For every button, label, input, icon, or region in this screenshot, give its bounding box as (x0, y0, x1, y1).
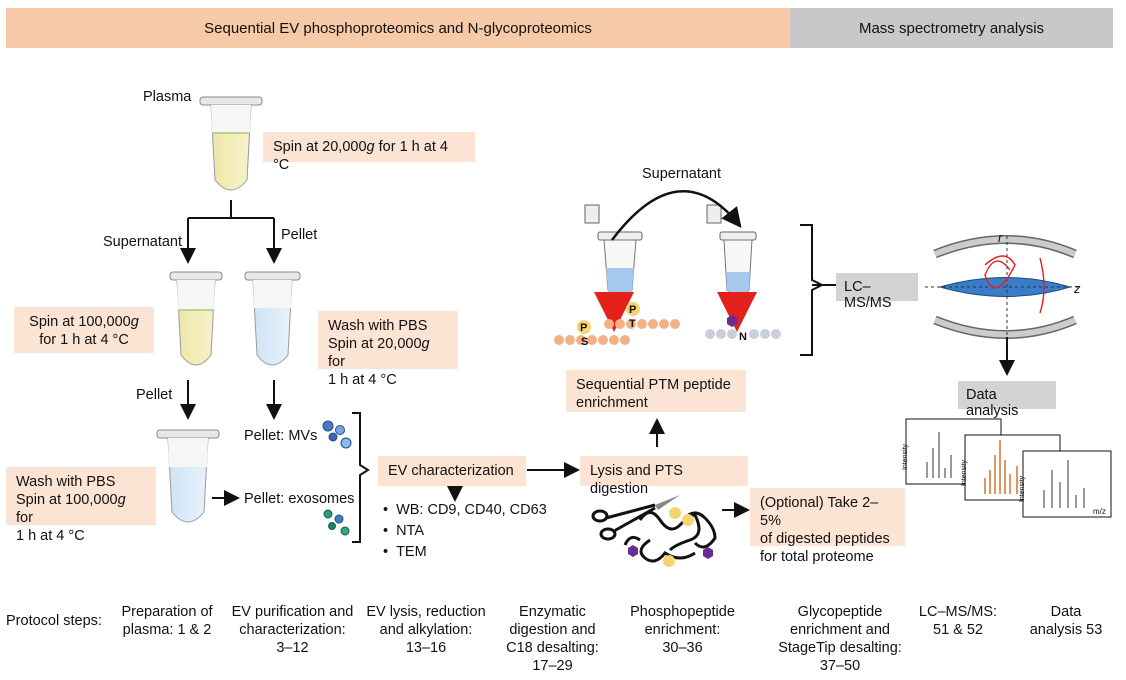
protocol-step: LC–MS/MS: 51 & 52 (918, 604, 998, 638)
residue-markers-digest (628, 507, 713, 567)
workflow-banner-right: Mass spectrometry analysis (790, 8, 1113, 48)
spectrum-xlabel: m/z (1093, 507, 1106, 516)
spin-step-1: Spin at 20,000g for 1 h at 4 °C (263, 132, 475, 173)
orbitrap-analyzer-icon (925, 235, 1078, 339)
protocol-step: Glycopeptide enrichment and StageTip des… (778, 604, 902, 674)
wash-step-2: Wash with PBS Spin at 100,000g for 1 h a… (6, 467, 156, 544)
spectra-icon (905, 418, 1112, 518)
protocol-step: Preparation of plasma: 1 & 2 (121, 604, 213, 638)
supernatant-tube-icon (169, 271, 223, 366)
supernatant-label: Supernatant (103, 234, 183, 250)
mv-particles-icon (322, 420, 352, 449)
digestion-scissors-icon (591, 495, 680, 541)
ev-methods-list: WB: CD9, CD40, CD63 NTA TEM (383, 500, 547, 563)
pellet-exosomes-label: Pellet: exosomes (244, 491, 355, 507)
ev-method-item: WB: CD9, CD40, CD63 (383, 500, 547, 521)
residue-n: N (739, 331, 747, 343)
protocol-step: EV purification and characterization: 3–… (231, 604, 354, 656)
digested-peptides-icon (623, 511, 717, 563)
lysis-digestion-box: Lysis and PTS digestion (580, 456, 748, 497)
protocol-steps-label: Protocol steps: (6, 613, 102, 629)
enrichment-tube-icon-2 (706, 204, 757, 297)
ev-method-item: TEM (383, 542, 547, 563)
protocol-step: Data analysis 53 (1029, 604, 1103, 638)
plasma-label: Plasma (143, 89, 192, 105)
protocol-step: Phosphopeptide enrichment: 30–36 (630, 604, 735, 656)
orbitrap-axis-z: z (1074, 281, 1081, 296)
spectrum-ylabel-2: Intensity (961, 459, 969, 487)
wash-step-1: Wash with PBS Spin at 20,000g for 1 h at… (318, 311, 458, 388)
residue-t: T (629, 318, 636, 330)
residue-s: S (581, 336, 589, 348)
pellet-label-top: Pellet (281, 227, 318, 243)
residue-p1: P (580, 322, 588, 334)
pellet-tube-icon (244, 271, 301, 366)
phosphopeptide-chain-icon (554, 319, 680, 345)
workflow-banner-left: Sequential EV phosphoproteomics and N-gl… (6, 8, 790, 48)
data-analysis-box: Data analysis (958, 381, 1056, 419)
pellet-mvs-label: Pellet: MVs (244, 428, 318, 444)
ev-method-item: NTA (383, 521, 547, 542)
pellet-label-left: Pellet (136, 387, 173, 403)
exosome-particles-icon (323, 509, 350, 536)
orbitrap-axis-r: r (998, 230, 1003, 245)
ev-characterization-box: EV characterization (378, 456, 526, 486)
exosome-tube-icon (156, 429, 220, 523)
split-connector (180, 200, 282, 264)
enrichment-tube-icon-1 (584, 204, 643, 297)
protocol-step: Enzymatic digestion and C18 desalting: 1… (506, 604, 599, 674)
glycan-hexagon-icon (727, 315, 737, 327)
protocol-step: EV lysis, reduction and alkylation: 13–1… (366, 604, 486, 656)
supernatant-label-2: Supernatant (642, 166, 722, 182)
optional-proteome-box: (Optional) Take 2–5%of digested peptides… (750, 488, 905, 565)
lcms-box: LC–MS/MS (836, 273, 918, 311)
plasma-tube-icon (199, 96, 263, 191)
glycopeptide-chain-icon (705, 329, 781, 339)
residue-p2: P (629, 304, 637, 316)
spectrum-ylabel-1: Intensity (902, 443, 910, 471)
spectrum-ylabel-3: Intensity (1019, 475, 1027, 503)
